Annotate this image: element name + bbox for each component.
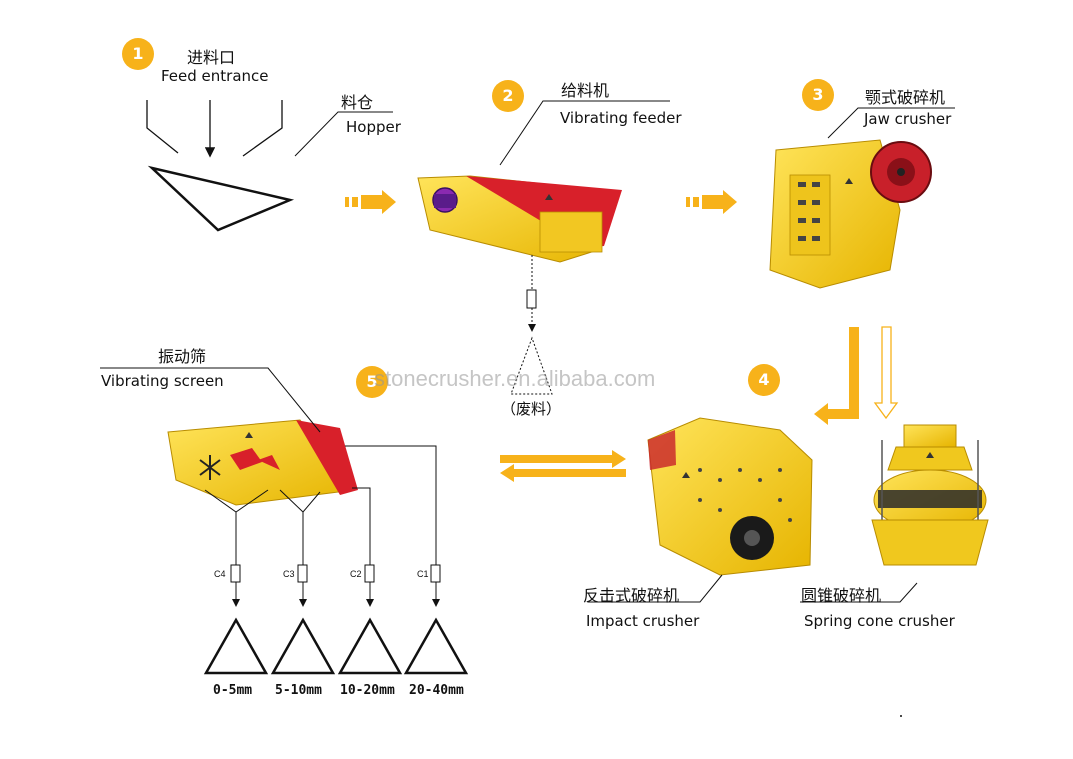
recirculation-arrows-icon <box>500 450 626 482</box>
screen-output-lines-icon <box>204 445 441 607</box>
impact-crusher-icon <box>647 417 813 576</box>
jaw-crusher-cn: 颚式破碎机 <box>865 88 946 107</box>
vibrating-screen-en: Vibrating screen <box>101 372 224 390</box>
hopper-triangle-icon <box>147 165 295 232</box>
feed-arrows-icon <box>146 100 283 158</box>
waste-label: （废料） <box>501 400 562 418</box>
cone-crusher-en: Spring cone crusher <box>804 612 955 630</box>
flow-arrow-4-icon <box>873 326 899 420</box>
feed-entrance-cn: 进料口 <box>187 48 236 67</box>
size-label-20-40: 20-40mm <box>409 683 464 698</box>
flow-arrow-3-icon <box>814 327 859 425</box>
step-5-badge: 5 <box>356 366 388 398</box>
vibrating-screen-cn: 振动筛 <box>158 347 207 366</box>
size-label-10-20: 10-20mm <box>340 683 395 698</box>
feeder-cn: 给料机 <box>561 81 610 100</box>
output-code-c3: C3 <box>283 569 295 579</box>
size-label-5-10: 5-10mm <box>275 683 322 698</box>
watermark: stonecrusher.en.alibaba.com <box>374 366 655 392</box>
step-3-badge: 3 <box>802 79 834 111</box>
size-label-0-5: 0-5mm <box>213 683 253 698</box>
waste-path-icon <box>510 255 553 395</box>
step-4-badge: 4 <box>748 364 780 396</box>
vibrating-screen-icon <box>167 419 358 506</box>
impact-crusher-cn: 反击式破碎机 <box>583 586 680 605</box>
product-pile-5-10-icon <box>270 617 336 675</box>
hopper-en: Hopper <box>346 118 401 136</box>
flow-arrow-2-icon <box>686 190 737 214</box>
product-pile-10-20-icon <box>337 617 403 675</box>
output-code-c1: C1 <box>417 569 429 579</box>
flow-arrow-1-icon <box>345 190 396 214</box>
feed-entrance-en: Feed entrance <box>161 67 269 85</box>
hopper-cn: 料仓 <box>341 93 374 112</box>
step-2-badge: 2 <box>492 80 524 112</box>
jaw-crusher-icon <box>769 139 932 289</box>
product-piles <box>203 617 469 675</box>
impact-crusher-en: Impact crusher <box>586 612 700 630</box>
output-code-c2: C2 <box>350 569 362 579</box>
feeder-en: Vibrating feeder <box>560 109 682 127</box>
watermark-text: stonecrusher.en.alibaba.com <box>374 366 656 391</box>
vibrating-feeder-icon <box>417 175 622 263</box>
product-pile-20-40-icon <box>403 617 469 675</box>
jaw-crusher-en: Jaw crusher <box>864 110 952 128</box>
cone-crusher-icon <box>871 424 989 566</box>
output-code-c4: C4 <box>214 569 226 579</box>
cone-crusher-cn: 圆锥破碎机 <box>801 586 882 605</box>
product-pile-0-5-icon <box>203 617 269 675</box>
step-1-badge: 1 <box>122 38 154 70</box>
